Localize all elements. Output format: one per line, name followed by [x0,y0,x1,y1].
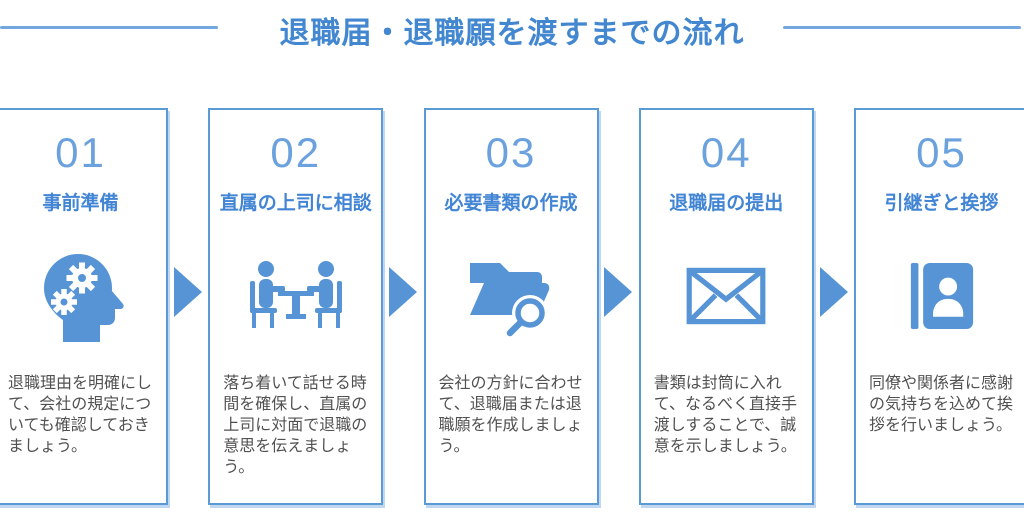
step-number: 03 [485,129,537,176]
step-description: 退職理由を明確にして、会社の規定についても確認しておきましょう。 [8,375,153,455]
step-title: 事前準備 [42,193,119,214]
step-number: 04 [700,129,752,176]
meeting-table-icon [210,240,381,352]
step-description: 書類は封筒に入れて、なるべく直接手渡しすることで、誠意を示しましょう。 [653,375,797,455]
step-number: 01 [55,129,106,176]
page-title: 退職届・退職願を渡すまでの流れ [279,17,745,50]
step-description: 落ち着いて話せる時間を確保し、直属の上司に対面で退職の意思を伝えましょう。 [223,375,368,476]
steps-row: 01 事前準備 [0,108,1024,505]
header: 退職届・退職願を渡すまでの流れ [0,0,1024,60]
title-rule-left [0,26,218,29]
step-card-4: 04 退職届の提出 書類は封筒に入れて、なるべく直接手渡しすることで、誠意を示し… [638,108,814,505]
title-rule-right [783,26,1021,29]
flow-arrow-icon [604,267,632,317]
step-number: 05 [916,129,967,176]
flow-arrow-icon [389,267,417,317]
flow-arrow-icon [820,267,848,317]
step-title: 必要書類の作成 [444,193,578,214]
step-title: 引継ぎと挨拶 [884,193,999,214]
flow-arrow-icon [174,267,202,317]
step-card-2: 02 直属の上司に相談 [208,108,384,505]
step-card-1: 01 事前準備 [0,108,168,505]
step-card-3: 03 必要書類の作成 会社の方針に合わせて、退職届または退職願を作成しましょう。 [423,108,599,505]
step-number: 02 [270,129,322,176]
address-book-icon [856,240,1024,352]
step-card-5: 05 引継ぎと挨拶 同僚や関係者に感謝の気持ちを込めて挨拶を行いましょう。 [854,108,1024,505]
step-title: 退職届の提出 [669,193,784,214]
head-gears-icon [0,240,166,352]
step-description: 会社の方針に合わせて、退職届または退職願を作成しましょう。 [438,375,583,455]
envelope-icon [641,240,812,352]
step-description: 同僚や関係者に感謝の気持ちを込めて挨拶を行いましょう。 [869,375,1014,434]
folder-magnifier-icon [426,240,597,352]
step-title: 直属の上司に相談 [219,193,372,214]
